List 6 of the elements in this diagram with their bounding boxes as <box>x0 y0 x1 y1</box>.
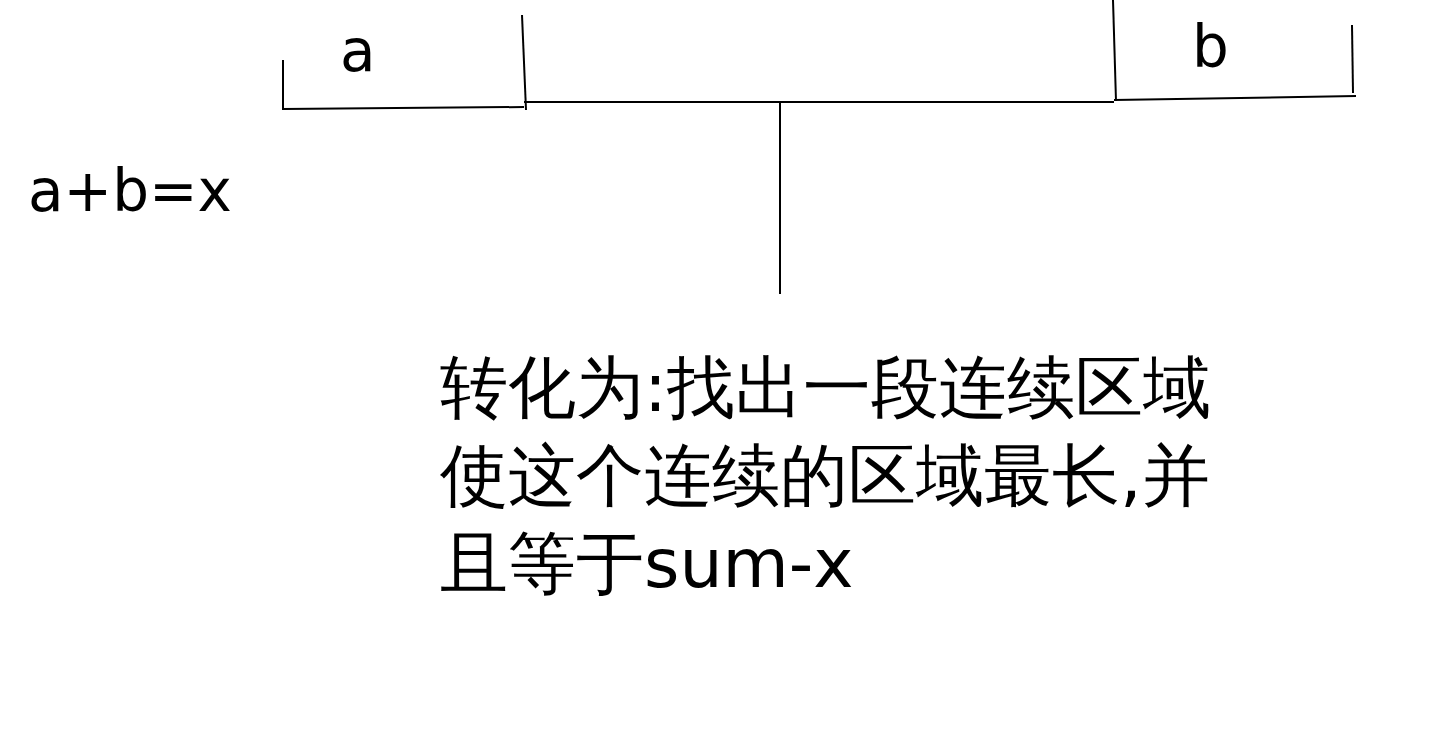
note-text: 转化为:找出一段连续区域使这个连续的区域最长,并且等于sum-x <box>440 347 1212 605</box>
label-text: a+b=x <box>28 162 232 220</box>
label-text: a <box>340 22 376 80</box>
label-text: b <box>1192 18 1229 76</box>
leader-line <box>779 102 781 295</box>
segment-bar <box>524 101 1114 105</box>
